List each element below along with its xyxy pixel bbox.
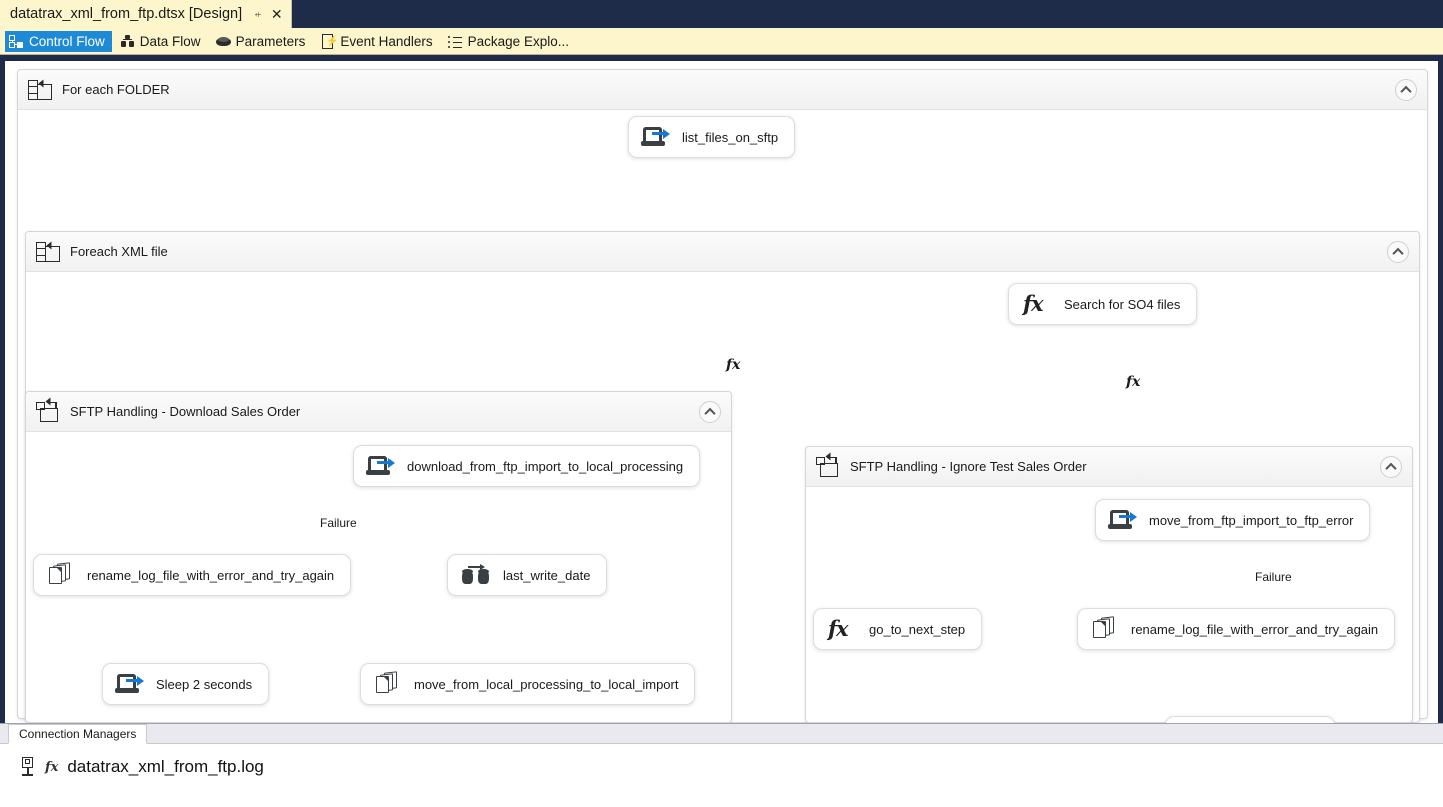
task-search-for-so4-files-label: Search for SO4 files bbox=[1064, 297, 1180, 312]
container-sftp-download-label: SFTP Handling - Download Sales Order bbox=[70, 404, 300, 419]
foreach-loop-icon bbox=[36, 241, 60, 263]
task-go-to-next-step[interactable]: fx go_to_next_step bbox=[813, 608, 982, 650]
fx-icon: fx bbox=[45, 760, 58, 775]
task-search-for-so4-files[interactable]: fx Search for SO4 files bbox=[1008, 283, 1197, 325]
collapse-toggle-foreach-xml-file[interactable] bbox=[1387, 241, 1409, 263]
container-foreach-xml-file-label: Foreach XML file bbox=[70, 244, 168, 259]
document-tab[interactable]: datatrax_xml_from_ftp.dtsx [Design] ⍅ ✕ bbox=[0, 0, 292, 28]
connection-manager-row[interactable]: fx datatrax_xml_from_ftp.log bbox=[20, 754, 264, 780]
collapse-toggle-sftp-download[interactable] bbox=[699, 401, 721, 423]
collapse-toggle-sftp-ignore[interactable] bbox=[1380, 456, 1402, 478]
sequence-container-icon bbox=[816, 456, 840, 478]
data-flow-icon bbox=[120, 34, 135, 49]
task-rename-log-file-left[interactable]: rename_log_file_with_error_and_try_again bbox=[33, 554, 351, 596]
tab-data-flow[interactable]: Data Flow bbox=[116, 31, 208, 52]
connection-managers-list[interactable]: fx datatrax_xml_from_ftp.log bbox=[0, 744, 1443, 807]
task-download-from-ftp-import-to-local-processing[interactable]: download_from_ftp_import_to_local_proces… bbox=[353, 445, 700, 487]
task-list-files-on-sftp-label: list_files_on_sftp bbox=[682, 130, 778, 145]
collapse-toggle-foreach-folder[interactable] bbox=[1395, 79, 1417, 101]
connector-label-failure-right: Failure bbox=[1252, 570, 1295, 584]
ftp-task-icon bbox=[1110, 510, 1136, 530]
tab-control-flow[interactable]: Control Flow bbox=[5, 31, 112, 52]
ftp-task-icon bbox=[368, 456, 394, 476]
control-flow-canvas-area: For each FOLDER Foreach XML file SFTP Ha… bbox=[0, 55, 1443, 723]
task-last-write-date[interactable]: last_write_date bbox=[447, 554, 607, 596]
container-sftp-ignore-label: SFTP Handling - Ignore Test Sales Order bbox=[850, 459, 1087, 474]
close-icon[interactable]: ✕ bbox=[271, 7, 283, 21]
task-move-from-ftp-import-to-ftp-error[interactable]: move_from_ftp_import_to_ftp_error bbox=[1095, 499, 1370, 541]
connector-label-fx-right: fx bbox=[1123, 374, 1143, 390]
execute-sql-task-icon bbox=[462, 565, 490, 585]
task-rename-log-file-left-label: rename_log_file_with_error_and_try_again bbox=[87, 568, 334, 583]
task-sleep-2-seconds[interactable]: Sleep 2 seconds bbox=[102, 663, 269, 705]
tab-package-explorer[interactable]: Package Explo... bbox=[444, 31, 576, 52]
tab-connection-managers-label: Connection Managers bbox=[19, 727, 136, 741]
tab-parameters-label: Parameters bbox=[236, 34, 306, 49]
container-sftp-download-header: SFTP Handling - Download Sales Order bbox=[26, 392, 731, 432]
tab-control-flow-label: Control Flow bbox=[29, 34, 105, 49]
file-system-task-icon bbox=[375, 672, 401, 696]
file-system-task-icon bbox=[48, 563, 74, 587]
task-partially-visible-bottom[interactable] bbox=[1165, 716, 1335, 723]
connection-managers-pane: Connection Managers fx datatrax_xml_from… bbox=[0, 723, 1443, 806]
container-sftp-ignore-test-sales-order[interactable]: SFTP Handling - Ignore Test Sales Order bbox=[805, 446, 1413, 723]
parameters-icon bbox=[216, 34, 231, 49]
tab-parameters[interactable]: Parameters bbox=[212, 31, 313, 52]
tab-event-handlers[interactable]: ⚡ Event Handlers bbox=[316, 31, 439, 52]
task-go-to-next-step-label: go_to_next_step bbox=[869, 622, 965, 637]
tab-connection-managers[interactable]: Connection Managers bbox=[8, 724, 147, 744]
task-move-local-processing-label: move_from_local_processing_to_local_impo… bbox=[414, 677, 678, 692]
control-flow-icon bbox=[9, 34, 24, 49]
script-task-fx-icon: fx bbox=[1023, 293, 1051, 315]
task-move-ftp-error-label: move_from_ftp_import_to_ftp_error bbox=[1149, 513, 1353, 528]
tab-event-handlers-label: Event Handlers bbox=[340, 34, 432, 49]
task-move-from-local-processing-to-local-import[interactable]: move_from_local_processing_to_local_impo… bbox=[360, 663, 695, 705]
container-foreach-xml-file-header: Foreach XML file bbox=[26, 232, 1419, 272]
ftp-task-icon bbox=[117, 674, 143, 694]
sequence-container-icon bbox=[36, 401, 60, 423]
foreach-loop-icon bbox=[28, 79, 52, 101]
connector-label-fx-left: fx bbox=[723, 357, 743, 373]
task-download-from-ftp-label: download_from_ftp_import_to_local_proces… bbox=[407, 459, 683, 474]
task-list-files-on-sftp[interactable]: list_files_on_sftp bbox=[628, 116, 795, 158]
task-rename-log-file-right-label: rename_log_file_with_error_and_try_again bbox=[1131, 622, 1378, 637]
container-foreach-folder-header: For each FOLDER bbox=[18, 70, 1427, 110]
connection-manager-icon bbox=[20, 757, 36, 777]
document-tab-title: datatrax_xml_from_ftp.dtsx [Design] bbox=[10, 6, 242, 22]
script-task-fx-icon: fx bbox=[828, 618, 856, 640]
file-system-task-icon bbox=[1092, 617, 1118, 641]
package-explorer-icon bbox=[448, 34, 463, 49]
tab-data-flow-label: Data Flow bbox=[140, 34, 201, 49]
tab-package-explorer-label: Package Explo... bbox=[468, 34, 569, 49]
task-sleep-2-seconds-label: Sleep 2 seconds bbox=[156, 677, 252, 692]
designer-tab-strip: Control Flow Data Flow Parameters ⚡ Even… bbox=[0, 28, 1443, 55]
container-sftp-ignore-header: SFTP Handling - Ignore Test Sales Order bbox=[806, 447, 1412, 487]
control-flow-canvas[interactable]: For each FOLDER Foreach XML file SFTP Ha… bbox=[5, 61, 1438, 723]
connection-managers-tab-strip: Connection Managers bbox=[0, 724, 1443, 744]
task-last-write-date-label: last_write_date bbox=[503, 568, 590, 583]
pin-icon[interactable]: ⍅ bbox=[254, 7, 262, 20]
connection-manager-name: datatrax_xml_from_ftp.log bbox=[67, 757, 264, 777]
ftp-task-icon bbox=[643, 127, 669, 147]
container-foreach-folder-label: For each FOLDER bbox=[62, 82, 170, 97]
connector-label-failure-left: Failure bbox=[317, 516, 360, 530]
task-rename-log-file-right[interactable]: rename_log_file_with_error_and_try_again bbox=[1077, 608, 1395, 650]
window-title-bar: datatrax_xml_from_ftp.dtsx [Design] ⍅ ✕ bbox=[0, 0, 1443, 28]
event-handlers-icon: ⚡ bbox=[320, 34, 335, 49]
